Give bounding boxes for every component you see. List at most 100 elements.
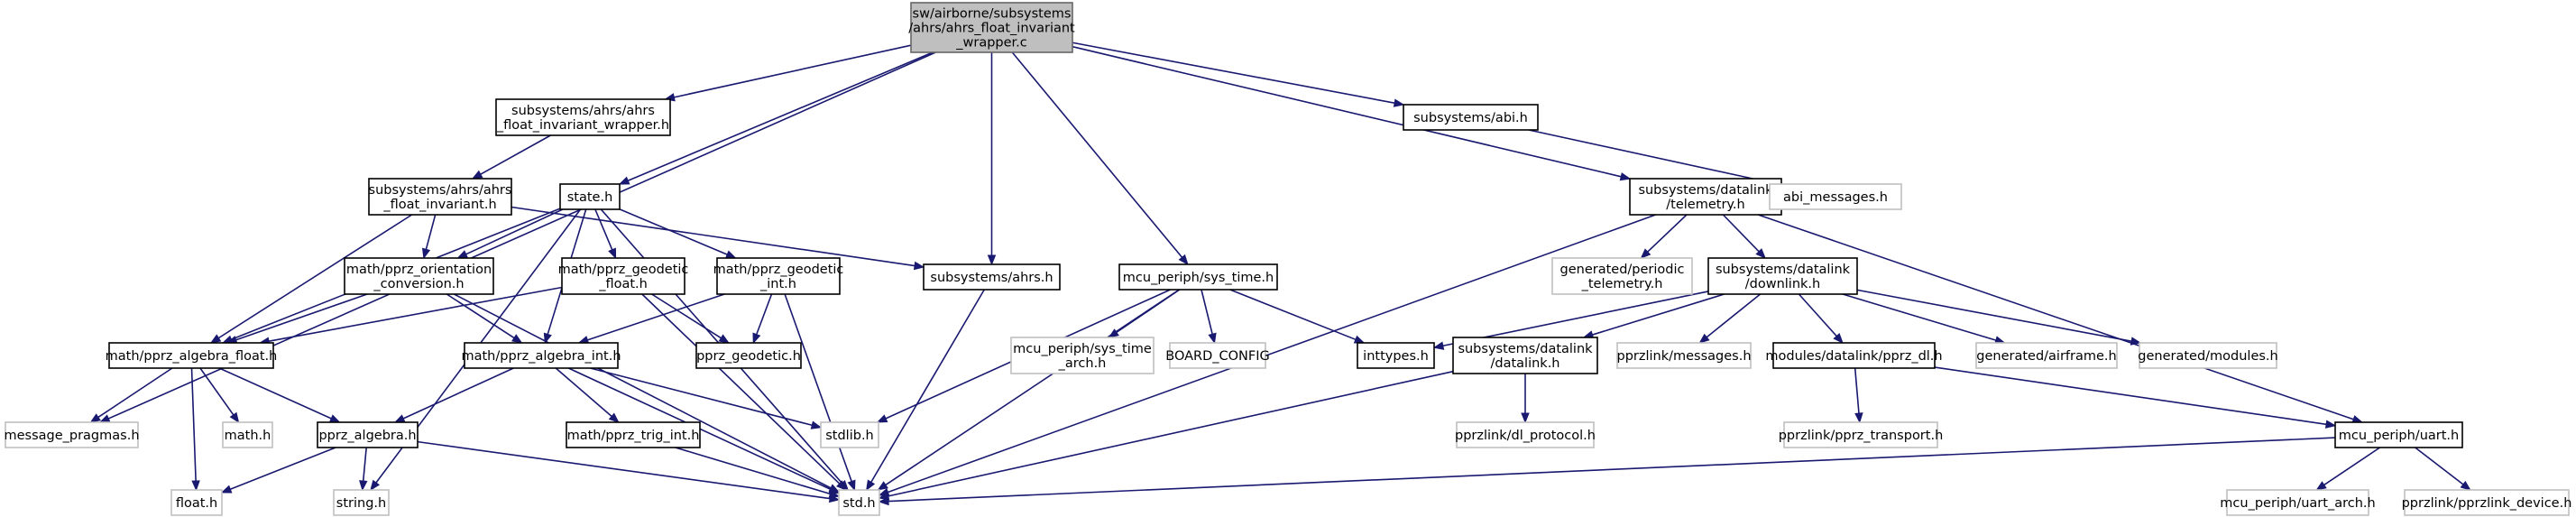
edge-line — [651, 293, 722, 339]
edge-line — [1706, 293, 1762, 338]
edge-arrowhead — [1755, 248, 1767, 259]
node-label: mcu_periph/sys_time.h — [1123, 271, 1274, 285]
edge-arrowhead — [511, 334, 523, 344]
node-label: subsystems/ahrs.h — [930, 271, 1053, 285]
node-box — [1616, 342, 1752, 369]
edge-pprz_dl_h-to-uart_h — [1934, 366, 2337, 429]
edge-downlink_h-to-datalink_h — [1582, 293, 1725, 339]
edge-root-to-wrapper_h — [664, 44, 912, 102]
node-abi-h[interactable]: subsystems/abi.h — [1403, 104, 1539, 131]
edge-sys_time_h-to-inttypes_h — [1229, 289, 1366, 344]
edge-downlink_h-to-modules_h — [1856, 289, 2142, 346]
edge-sys_time_h-to-std_h — [877, 289, 1180, 491]
edge-arrowhead — [1833, 333, 1844, 345]
node-box — [1010, 337, 1155, 374]
node-geodetic-int-h[interactable]: math/pprz_geodetic_int.h — [713, 257, 844, 295]
node-label: subsystems/ahrs/ahrs — [369, 183, 512, 198]
node-board-config: BOARD_CONFIG — [1165, 342, 1270, 369]
node-datalink-h[interactable]: subsystems/datalink/datalink.h — [1452, 337, 1598, 374]
node-trig-int-h[interactable]: math/pprz_trig_int.h — [566, 421, 701, 448]
edge-algebra_float_h-to-message_pragmas_h — [89, 367, 173, 423]
node-sys-time-h[interactable]: mcu_periph/sys_time.h — [1118, 263, 1278, 291]
node-box — [464, 342, 619, 369]
node-label: inttypes.h — [1363, 349, 1429, 364]
node-message-pragmas-h: message_pragmas.h — [4, 421, 140, 448]
edge-arrowhead — [191, 480, 200, 492]
node-pprz-geodetic-h[interactable]: pprz_geodetic.h — [695, 342, 802, 369]
node-label: _telemetry.h — [1581, 277, 1663, 291]
edge-arrowhead — [828, 489, 841, 498]
node-box — [1769, 183, 1902, 210]
edge-arrowhead — [987, 254, 997, 266]
node-string-h: string.h — [333, 489, 390, 516]
node-label: _float.h — [598, 277, 648, 291]
node-box — [1456, 421, 1595, 448]
edge-line — [1842, 293, 1997, 341]
edge-geodetic_float_h-to-pprz_geodetic_h — [651, 293, 731, 344]
edge-line — [454, 293, 832, 489]
edge-arrowhead — [913, 261, 925, 271]
edge-arrowhead — [1393, 98, 1405, 107]
node-pprz-transport-h: pprzlink/pprz_transport.h — [1779, 421, 1943, 448]
edge-line — [218, 367, 332, 420]
node-label: _int.h — [759, 277, 796, 291]
edge-line — [888, 214, 1656, 494]
node-label: math/pprz_algebra_float.h — [106, 349, 278, 364]
edge-line — [425, 214, 437, 250]
edge-arrowhead — [1208, 332, 1217, 345]
edge-line — [1722, 214, 1760, 253]
node-box — [1551, 257, 1693, 295]
node-telemetry-h[interactable]: subsystems/datalink/telemetry.h — [1629, 178, 1782, 216]
edge-line — [230, 447, 336, 490]
edge-arrowhead — [393, 414, 406, 423]
node-root[interactable]: sw/airborne/subsystems/ahrs/ahrs_float_i… — [908, 2, 1075, 53]
edge-line — [199, 367, 235, 416]
edge-line — [587, 293, 725, 341]
node-state-h[interactable]: state.h — [559, 183, 621, 210]
node-uart-h[interactable]: mcu_periph/uart.h — [2334, 421, 2463, 448]
edge-line — [97, 367, 173, 419]
edge-algebra_int_h-to-pprz_algebra_h — [393, 367, 514, 423]
edge-algebra_int_h-to-trig_int_h — [555, 367, 620, 423]
node-ahrs-h[interactable]: subsystems/ahrs.h — [923, 263, 1061, 291]
node-afi-h[interactable]: subsystems/ahrs/ahrs_float_invariant.h — [368, 178, 512, 216]
edge-afi_h-to-algebra_float_h — [209, 214, 413, 344]
node-inttypes-h[interactable]: inttypes.h — [1357, 342, 1435, 369]
node-label: _arch.h — [1058, 356, 1107, 371]
node-box — [820, 421, 879, 448]
node-label: /telemetry.h — [1666, 198, 1744, 212]
edge-line — [1647, 214, 1688, 253]
node-geodetic-float-h[interactable]: math/pprz_geodetic_float.h — [558, 257, 689, 295]
node-box — [108, 342, 274, 369]
node-box — [1452, 337, 1598, 374]
edge-arrowhead — [328, 414, 341, 423]
edge-arrowhead — [421, 247, 431, 260]
node-label: generated/airframe.h — [1976, 349, 2116, 364]
node-label: generated/periodic — [1560, 263, 1685, 277]
node-box — [838, 489, 880, 516]
edge-wrapper_h-to-afi_h — [471, 134, 551, 180]
edge-line — [217, 214, 413, 339]
edge-arrowhead — [543, 332, 552, 345]
edge-arrowhead — [718, 334, 731, 344]
node-label: subsystems/datalink — [1458, 342, 1593, 356]
node-box — [1707, 257, 1858, 295]
node-orient-conv-h[interactable]: math/pprz_orientation_conversion.h — [344, 257, 494, 295]
edge-line — [1011, 51, 1183, 258]
node-pprz-algebra-h[interactable]: pprz_algebra.h — [317, 421, 419, 448]
node-pprz-dl-h[interactable]: modules/datalink/pprz_dl.h — [1765, 342, 1943, 369]
node-dl-protocol-h: pprzlink/dl_protocol.h — [1455, 421, 1596, 448]
edge-line — [1798, 293, 1837, 337]
node-math-h: math.h — [222, 421, 273, 448]
node-label: float.h — [176, 496, 217, 511]
node-algebra-float-h[interactable]: math/pprz_algebra_float.h — [106, 342, 278, 369]
node-box — [1629, 178, 1782, 216]
node-downlink-h[interactable]: subsystems/datalink/downlink.h — [1707, 257, 1858, 295]
node-label: _wrapper.c — [955, 36, 1027, 51]
node-wrapper-h[interactable]: subsystems/ahrs/ahrs_float_invariant_wra… — [495, 98, 671, 136]
node-std-h: std.h — [838, 489, 880, 516]
node-box — [923, 263, 1061, 291]
node-box — [2139, 342, 2277, 369]
node-algebra-int-h[interactable]: math/pprz_algebra_int.h — [461, 342, 621, 369]
node-box — [1357, 342, 1435, 369]
